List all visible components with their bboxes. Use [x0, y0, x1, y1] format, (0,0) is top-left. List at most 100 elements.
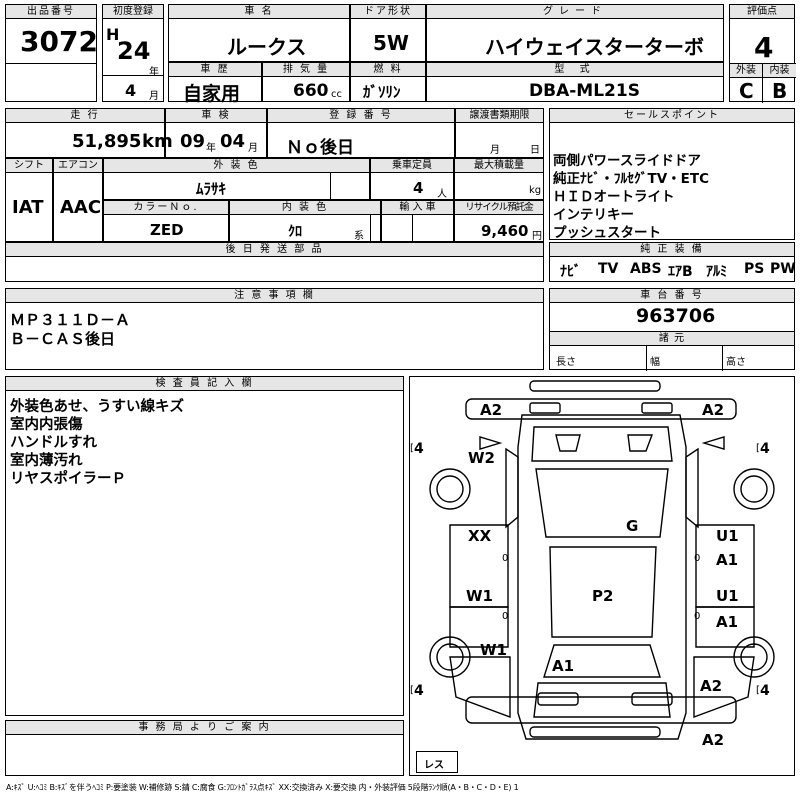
door-handle-mark: 0 [694, 611, 701, 622]
score-box: 評価点 4 外装 内装 C B [729, 4, 796, 103]
fuel-box: 燃 料 ｶﾞｿﾘﾝ [350, 62, 426, 102]
max-load-label: 最大積載量 [455, 159, 543, 173]
tire-bracket: [ [410, 685, 414, 696]
displacement-label: 排 気 量 [263, 63, 349, 77]
notes-box: 注 意 事 項 欄 ＭＰ３１１Ｄ－Ａ Ｂ－ＣＡＳ後日 [5, 288, 544, 370]
inspection-box: 車 検 09 年 04 月 [165, 108, 267, 158]
damage-mark: W2 [468, 449, 495, 467]
lot-number: 3072 [20, 25, 98, 58]
equipment-label: 純 正 装 備 [550, 243, 794, 257]
lot-box: 出品番号 3072 [5, 4, 98, 102]
sales-point-label: セールスポイント [550, 109, 794, 123]
history-box: 車 歴 自家用 [168, 62, 262, 105]
import-box: 輸 入 車 [381, 200, 454, 243]
model-value: DBA-ML21S [529, 81, 640, 101]
reg-no-value: Ｎｏ後日 [286, 138, 354, 158]
car-name-label: 車 名 [169, 5, 349, 19]
color-no-label: カラーＮｏ. [104, 201, 228, 215]
grade-box: グレード ハイウェイスターターボ [426, 4, 724, 62]
damage-mark: A2 [700, 677, 723, 695]
ext-score: C [739, 79, 754, 103]
damage-mark: P2 [592, 587, 614, 605]
displacement-unit: cc [331, 89, 342, 100]
first-reg-year-unit: 年 [149, 67, 159, 78]
shift-label: シフト [6, 159, 52, 173]
specs-label: 諸 元 [550, 331, 794, 346]
spare-value: レス [424, 760, 444, 771]
damage-mark: G [626, 517, 639, 535]
capacity-box: 乗車定員 4 人 [370, 158, 454, 200]
notes-line: ＭＰ３１１Ｄ－Ａ [10, 311, 131, 329]
recycle-unit: 円 [532, 231, 542, 242]
ext-score-label: 外装 [730, 63, 763, 78]
door-label: ドア形状 [351, 5, 425, 19]
car-name-box: 車 名 ルークス [168, 4, 350, 62]
model-label: 型 式 [427, 63, 723, 77]
import-label: 輸 入 車 [382, 201, 453, 215]
grade-label: グレード [427, 5, 723, 19]
first-reg-month: 4 [125, 81, 137, 100]
notes-line: Ｂ－ＣＡＳ後日 [10, 330, 116, 348]
car-name: ルークス [227, 35, 307, 59]
grade-value: ハイウェイスターターボ [485, 35, 704, 59]
first-reg-box: 初度登録 H 24 年 4 月 [102, 4, 164, 102]
equipment-item: TV [598, 261, 619, 277]
first-reg-label: 初度登録 [103, 5, 163, 19]
inspector-line: 外装色あせ、うすい線キズ [10, 399, 184, 415]
equipment-item: ABS [630, 261, 662, 277]
fuel-value: ｶﾞｿﾘﾝ [363, 83, 401, 101]
model-box: 型 式 DBA-ML21S [426, 62, 724, 102]
damage-mark: A2 [702, 731, 725, 749]
damage-mark: W1 [480, 641, 507, 659]
transfer-label: 譲渡書類期限 [456, 109, 543, 123]
shift-value: IAT [12, 197, 44, 218]
ext-color-box: 外 装 色 ﾑﾗｻｷ [103, 158, 370, 201]
tire-bracket: [ [756, 685, 760, 696]
later-parts-label: 後 日 発 送 部 品 [6, 243, 543, 257]
inspector-line: 室内内張傷 [10, 417, 83, 433]
door-handle-mark: 0 [502, 611, 509, 622]
inspection-label: 車 検 [166, 109, 266, 123]
aircon-box: エアコン AAC [53, 158, 103, 242]
inspection-year: 09 [180, 131, 206, 152]
damage-mark: A1 [716, 613, 739, 631]
door-handle-mark: 0 [694, 553, 701, 564]
history-label: 車 歴 [169, 63, 261, 77]
recycle-box: リサイクル預託金 9,460 円 [454, 200, 544, 242]
color-no-box: カラーＮｏ. ZED [103, 200, 229, 242]
tire-bracket: [ [410, 443, 414, 454]
int-color-value: ｸﾛ [288, 224, 302, 240]
mileage-value: 51,895 [72, 131, 142, 152]
transfer-day-unit: 日 [530, 145, 540, 156]
equipment-item: ﾅﾋﾞ [560, 264, 581, 280]
legend: A:ｷｽﾞ U:ﾍｺﾐ B:ｷｽﾞを伴うﾍｺﾐ P:要塗装 W:補修跡 S:錆 … [6, 783, 519, 792]
tire-front-right: 4 [760, 441, 770, 457]
capacity-label: 乗車定員 [371, 159, 453, 173]
inspector-box: 検 査 員 記 入 欄 外装色あせ、うすい線キズ 室内内張傷 ハンドルすれ 室内… [5, 376, 404, 716]
notes-label: 注 意 事 項 欄 [6, 289, 543, 303]
mileage-box: 走 行 51,895 km [5, 108, 173, 158]
tire-rear-left: 4 [414, 683, 424, 699]
capacity-value: 4 [413, 179, 424, 197]
history-value: 自家用 [183, 83, 241, 105]
tire-bracket: [ [756, 443, 760, 454]
damage-mark: A2 [480, 401, 503, 419]
damage-mark: W1 [466, 587, 493, 605]
office-label: 事 務 局 よ り ご 案 内 [6, 721, 403, 735]
inspector-line: ハンドルすれ [10, 435, 97, 451]
int-color-label: 内 装 色 [230, 201, 380, 215]
recycle-label: リサイクル預託金 [455, 201, 543, 215]
score-label: 評価点 [730, 5, 794, 19]
office-box: 事 務 局 よ り ご 案 内 [5, 720, 404, 776]
damage-mark: A1 [716, 551, 739, 569]
fuel-label: 燃 料 [351, 63, 425, 77]
equipment-item: ｱﾙﾐ [706, 264, 727, 280]
inspector-label: 検 査 員 記 入 欄 [6, 377, 403, 391]
tire-front-left: 4 [414, 441, 424, 457]
reg-no-box: 登 録 番 号 Ｎｏ後日 [267, 108, 455, 158]
inspection-month: 04 [220, 131, 246, 152]
shift-box: シフト IAT [5, 158, 53, 242]
door-box: ドア形状 5W [350, 4, 426, 62]
capacity-unit: 人 [437, 189, 447, 200]
equipment-item: ｴｱB [668, 264, 693, 280]
